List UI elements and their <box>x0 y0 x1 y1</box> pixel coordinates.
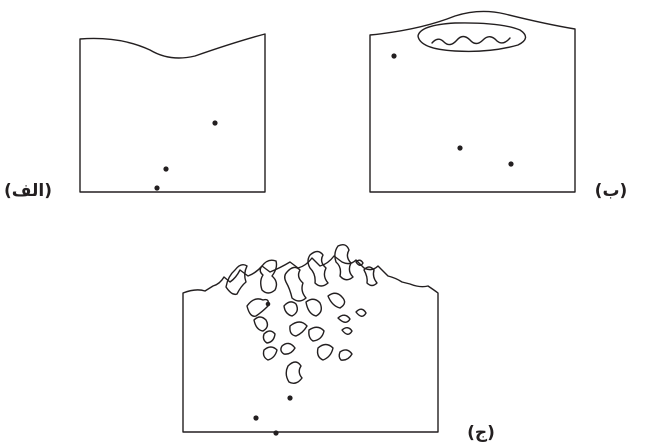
bubble <box>342 328 352 335</box>
particle-dot <box>508 161 513 166</box>
panel-alef: (الف) <box>4 34 265 201</box>
bubble <box>339 350 352 360</box>
panel-label-be: (ب) <box>595 181 628 201</box>
container-outline <box>370 11 575 192</box>
bubble <box>264 347 278 360</box>
particle-dot <box>273 430 278 435</box>
particle-dot <box>154 185 159 190</box>
bubble-inner-film <box>432 37 510 45</box>
bubble <box>286 362 302 383</box>
panel-jim: (ج) <box>183 245 495 443</box>
surface-bubble <box>418 23 526 52</box>
bubble <box>285 267 306 301</box>
panel-be: (ب) <box>370 11 627 201</box>
container-outline <box>183 256 438 432</box>
bubble <box>306 299 321 316</box>
particle-dot <box>391 53 396 58</box>
bubble <box>281 343 295 354</box>
particle-dot <box>163 166 168 171</box>
bubble <box>260 260 276 293</box>
bubble <box>338 315 350 322</box>
panel-label-jim: (ج) <box>467 423 495 443</box>
bubble <box>309 327 324 341</box>
particle-dot <box>253 415 258 420</box>
bubble <box>290 322 307 336</box>
bubble <box>247 299 268 316</box>
bubble <box>254 317 267 331</box>
bubble <box>263 331 275 343</box>
bubble <box>318 345 333 361</box>
bubble <box>328 293 345 308</box>
particle-dot <box>212 120 217 125</box>
panel-label-alef: (الف) <box>4 181 52 201</box>
container-outline <box>80 34 265 192</box>
particle-dot <box>266 302 271 307</box>
bubble <box>308 252 328 287</box>
particle-dot <box>457 145 462 150</box>
bubble <box>356 309 366 316</box>
bubble <box>226 265 247 295</box>
bubble <box>284 302 297 316</box>
particle-dot <box>287 395 292 400</box>
